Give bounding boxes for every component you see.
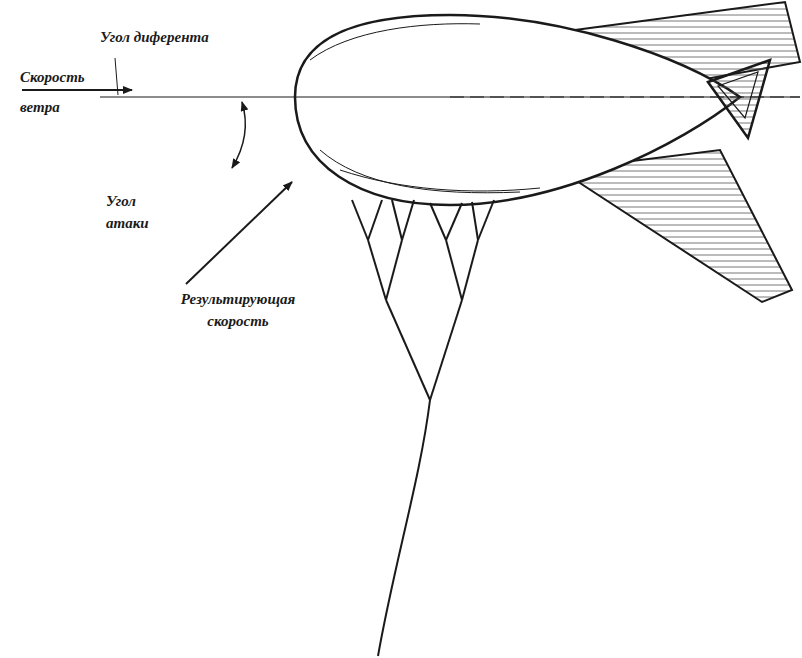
attack-angle-label: Угол атаки — [106, 190, 158, 234]
wind-speed-label: Скорость ветра — [20, 62, 96, 122]
trim-angle-label: Угол диферента — [100, 22, 260, 52]
resultant-speed-label: Результирующая скорость — [168, 288, 308, 332]
